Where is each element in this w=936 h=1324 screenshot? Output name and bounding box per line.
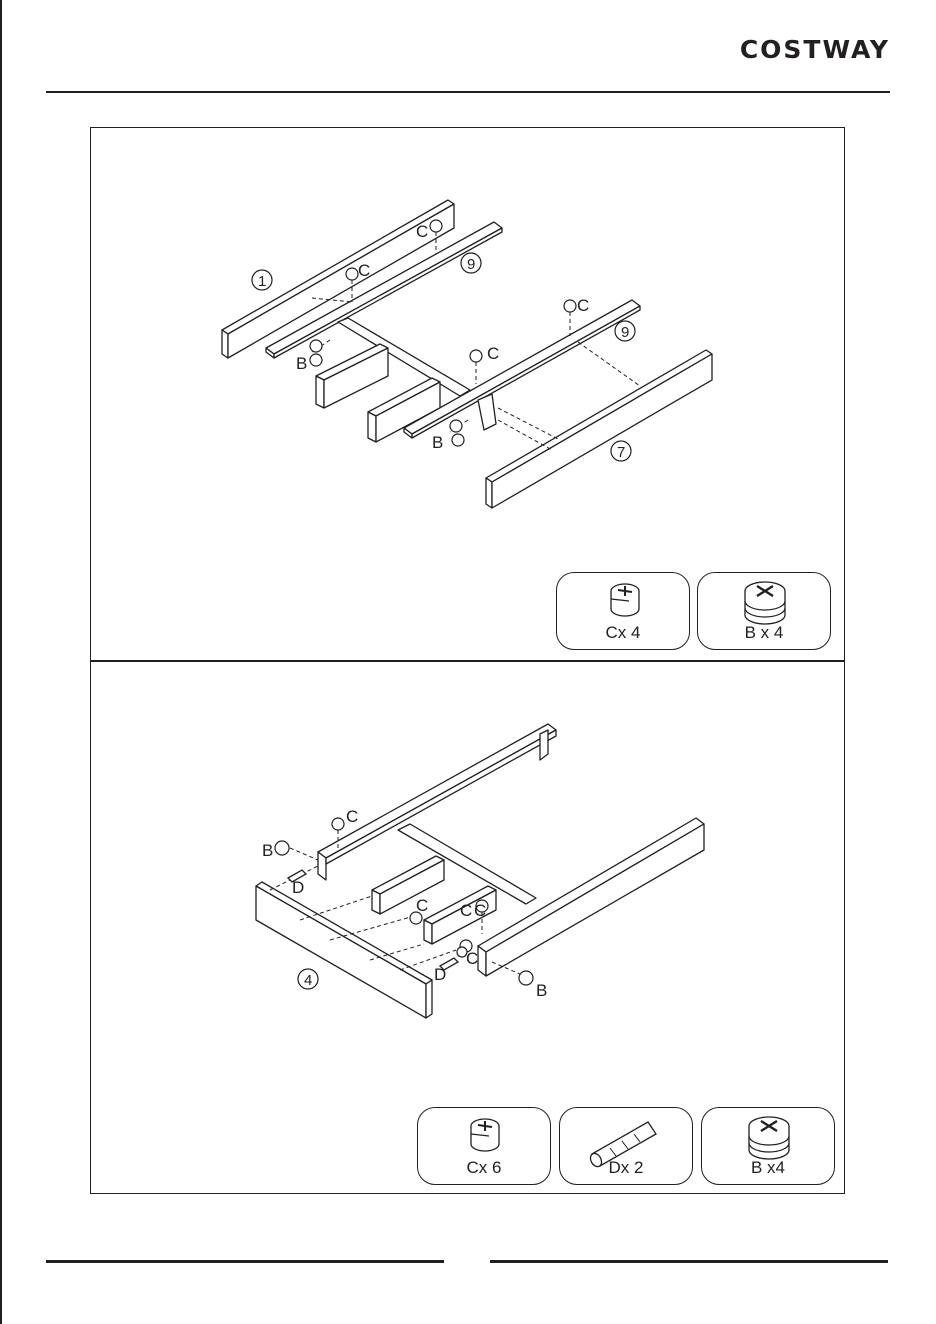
hardware-box-cam-bolt: B x4 (701, 1107, 835, 1185)
part-number-4: 4 (304, 972, 312, 989)
callout-b: B (536, 981, 547, 1000)
footer-rule-left (46, 1260, 444, 1263)
callout-c: C (466, 949, 478, 968)
cam-bolt-marker (275, 841, 289, 855)
callout-c: C (346, 807, 358, 826)
hardware-label: Dx 2 (560, 1158, 692, 1178)
hardware-label: Cx 6 (418, 1158, 550, 1178)
callout-c: C (474, 901, 486, 920)
callout-c: C (460, 901, 472, 920)
callout-d: D (292, 878, 304, 897)
callout-b: B (262, 841, 273, 860)
hardware-box-dowel: Dx 2 (559, 1107, 693, 1185)
cam-nut-marker (332, 818, 344, 830)
hardware-box-cam-nut: Cx 6 (417, 1107, 551, 1185)
callout-d: D (434, 965, 446, 984)
cam-bolt-marker (519, 971, 533, 985)
hardware-label: B x4 (702, 1158, 834, 1178)
callout-c: C (416, 896, 428, 915)
footer-rule-right (490, 1260, 888, 1263)
